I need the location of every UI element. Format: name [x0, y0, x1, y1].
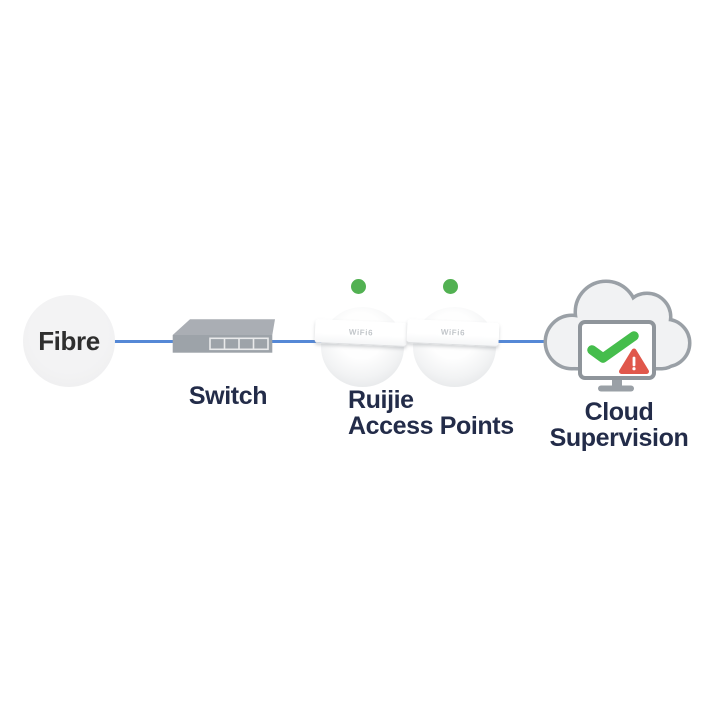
access-point-band: WiFi6 [314, 319, 408, 347]
access-point-model-text: WiFi6 [440, 327, 466, 338]
fibre-label: Fibre [38, 325, 100, 356]
alert-triangle-icon [619, 348, 649, 374]
switch-top-face [172, 319, 275, 335]
fibre-node: Fibre [23, 295, 115, 387]
switch-front-face [172, 335, 273, 353]
connection-line-fibre-switch [110, 340, 180, 343]
cloud-supervision-label: Cloud Supervision [539, 399, 699, 451]
access-points-label: Ruijie Access Points [348, 387, 514, 439]
access-point-2: WiFi6 [406, 277, 500, 389]
switch-icon [172, 319, 275, 353]
status-led-icon [351, 279, 366, 294]
access-points-label-line1: Ruijie [348, 386, 414, 414]
cloud-supervision-icon [543, 279, 692, 392]
access-point-band: WiFi6 [406, 319, 500, 347]
connection-line-switch-ap [266, 340, 328, 343]
access-point-1: WiFi6 [314, 277, 408, 389]
checkmark-icon [587, 331, 639, 363]
access-points-label-line2: Access Points [348, 412, 514, 440]
cloud-label-line1: Cloud [584, 398, 654, 426]
connection-line-ap-cloud [492, 340, 558, 343]
access-point-model-text: WiFi6 [348, 327, 374, 338]
monitor-icon [578, 320, 656, 392]
switch-ports [209, 337, 269, 351]
cloud-label-line2: Supervision [549, 424, 689, 452]
status-led-icon [443, 279, 458, 294]
switch-label: Switch [188, 382, 268, 410]
